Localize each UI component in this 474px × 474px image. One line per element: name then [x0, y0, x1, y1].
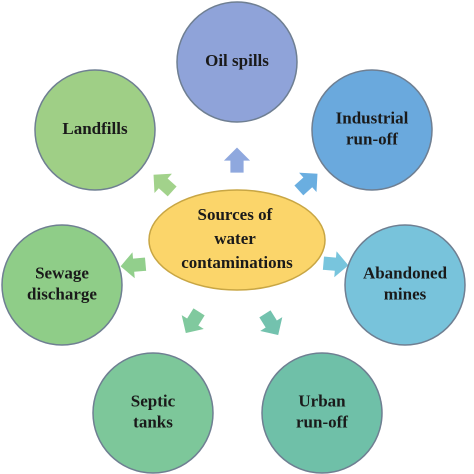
center-title-line: Sources of — [197, 205, 272, 224]
arrow-icon — [321, 249, 350, 280]
source-node-oil-spills: Oil spills — [176, 1, 298, 123]
arrow-icon — [293, 171, 319, 197]
center-title: Sources of water contaminations — [181, 205, 293, 272]
source-label: Septic tanks — [131, 391, 176, 431]
arrow-icon — [258, 309, 284, 337]
source-label: Urban run-off — [296, 391, 348, 431]
source-node-abandoned-mines: Abandoned mines — [344, 224, 466, 346]
center-title-line: water — [214, 229, 256, 248]
source-circle — [1, 224, 123, 346]
source-label-line: Septic — [131, 391, 176, 410]
source-label-line: Urban — [298, 391, 346, 410]
source-label-line: Landfills — [62, 119, 128, 138]
source-circle — [176, 1, 298, 123]
source-label: Landfills — [62, 119, 128, 138]
source-label-line: Abandoned — [363, 263, 448, 282]
source-label-line: tanks — [133, 412, 173, 431]
arrows-layer — [119, 146, 350, 337]
center-ellipse — [148, 189, 326, 291]
source-label-line: run-off — [296, 412, 348, 431]
source-label-line: discharge — [27, 284, 97, 303]
source-label-line: Industrial — [336, 108, 409, 127]
source-circle — [311, 69, 433, 191]
source-node-urban-run-off: Urban run-off — [261, 352, 383, 474]
source-circle — [261, 352, 383, 474]
source-circle — [344, 224, 466, 346]
source-label: Oil spills — [205, 51, 269, 70]
center-node: Sources of water contaminations — [148, 189, 326, 291]
arrow-icon — [222, 146, 252, 174]
source-node-septic-tanks: Septic tanks — [92, 352, 214, 474]
source-label: Industrial run-off — [336, 108, 409, 148]
source-label: Sewage discharge — [27, 263, 97, 303]
arrow-icon — [152, 172, 178, 198]
source-label-line: Sewage — [35, 263, 89, 282]
source-label: Abandoned mines — [363, 263, 448, 303]
source-node-industrial-run-off: Industrial run-off — [311, 69, 433, 191]
source-label-line: mines — [384, 284, 427, 303]
arrow-icon — [180, 307, 206, 335]
source-circle — [92, 352, 214, 474]
arrow-icon — [119, 250, 148, 281]
source-label-line: Oil spills — [205, 51, 269, 70]
source-circle — [34, 69, 156, 191]
source-label-line: run-off — [346, 129, 398, 148]
center-title-line: contaminations — [181, 253, 293, 272]
source-node-sewage-discharge: Sewage discharge — [1, 224, 123, 346]
source-node-landfills: Landfills — [34, 69, 156, 191]
